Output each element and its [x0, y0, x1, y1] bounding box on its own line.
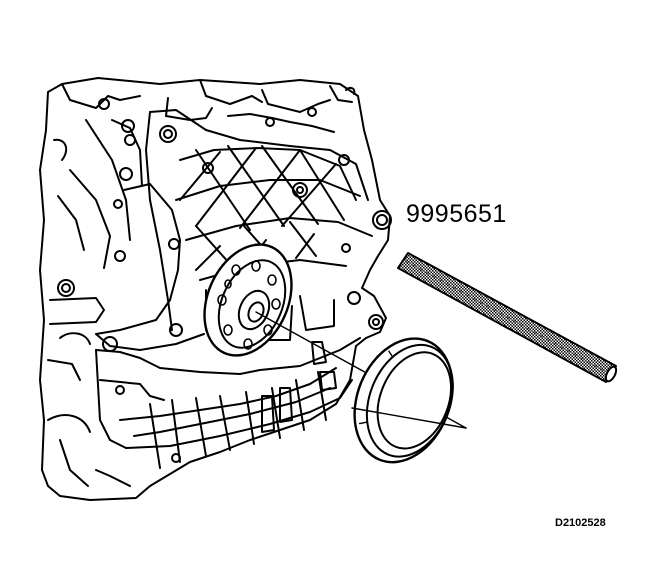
engine-block — [39, 77, 392, 501]
tool-rod — [397, 252, 618, 383]
crankshaft-flange — [203, 243, 293, 357]
figure-reference-code: D2102528 — [555, 517, 606, 529]
crankshaft-seal-ring — [353, 337, 454, 464]
tool-number-label: 9995651 — [406, 200, 507, 228]
